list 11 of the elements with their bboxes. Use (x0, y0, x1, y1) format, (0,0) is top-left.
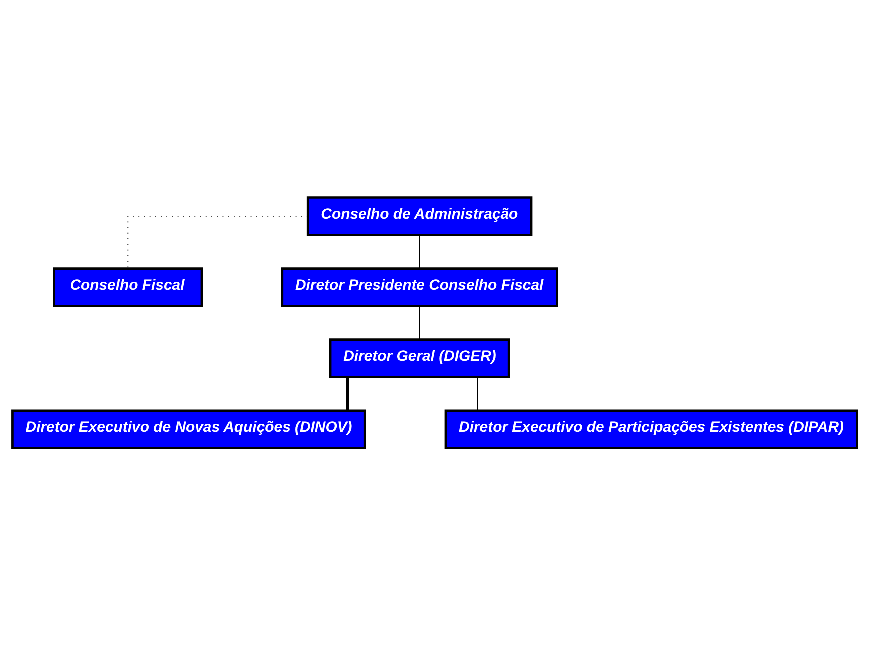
connector (419, 306, 420, 340)
connector (128, 216, 308, 269)
node-box: Diretor Geral (DIGER) (329, 338, 510, 378)
connector (477, 377, 478, 412)
node-box: Conselho Fiscal (53, 268, 204, 308)
node-box: Conselho de Administração (306, 196, 533, 236)
node-box: Diretor Executivo de Participações Existentes (DIPAR) (444, 410, 858, 450)
node-box: Diretor Presidente Conselho Fiscal (281, 268, 558, 308)
node-box: Diretor Executivo de Novas Aquições (DINOV) (12, 410, 366, 450)
connector (346, 378, 350, 411)
connector (419, 235, 420, 270)
